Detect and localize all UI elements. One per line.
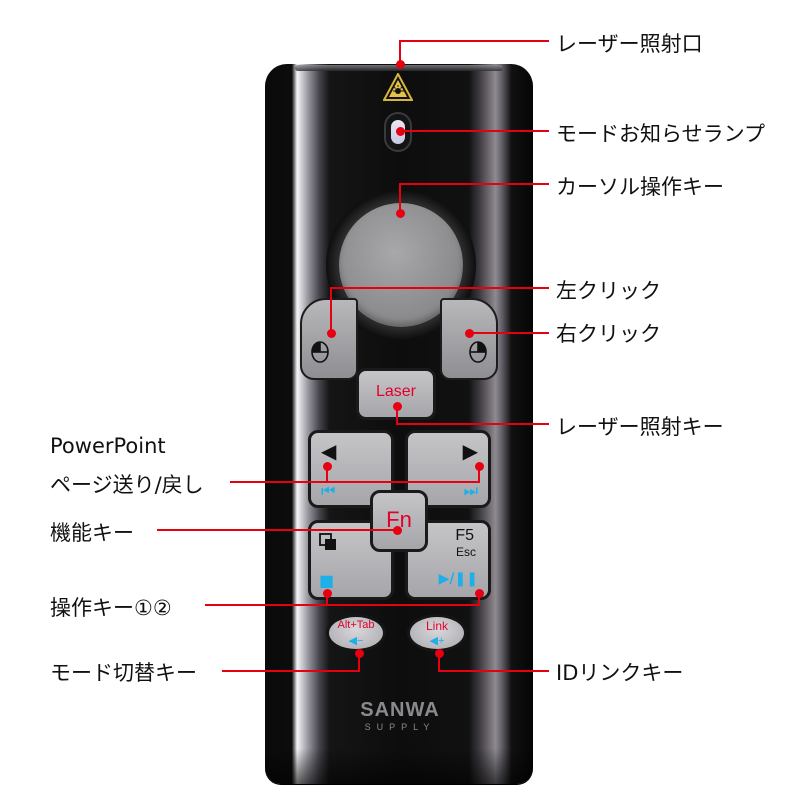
callout-dot [392,401,402,411]
window-switch-icon [319,533,336,550]
label-page-nav: ページ送り/戻し [50,473,204,497]
brand-sub: SUPPLY [364,722,436,732]
brand-name: SANWA [360,699,440,721]
callout-line [399,183,549,185]
callout-dot [434,648,444,658]
volume-down-icon: ◀− [348,635,364,647]
callout-line [330,287,332,333]
link-label: Link [425,619,448,633]
callout-dot [395,59,405,69]
left-click-button[interactable] [300,298,358,380]
callout-dot [395,208,405,218]
callout-line [438,670,549,672]
callout-line [326,466,328,482]
callout-line [399,40,401,65]
callout-line [205,604,480,606]
callout-line [478,466,480,482]
stop-icon: ■ [319,571,335,590]
callout-line [326,592,328,605]
left-mouse-icon [311,341,329,363]
callout-line [478,592,480,605]
right-arrow-icon: ▶ [462,439,478,463]
callout-line [438,653,440,671]
label-operation-keys: 操作キー①② [50,596,172,620]
right-mouse-icon [469,341,487,363]
label-powerpoint: PowerPoint [50,434,166,458]
link-button[interactable]: Link ◀+ [407,614,467,652]
callout-dot [464,328,474,338]
label-left-click: 左クリック [556,279,661,303]
callout-dot [322,588,332,598]
callout-dot [474,588,484,598]
skip-back-icon: ⏮ [321,481,336,500]
callout-line [400,130,549,132]
alt-tab-button[interactable]: Alt+Tab ◀− [326,614,386,652]
label-right-click: 右クリック [556,322,661,346]
callout-line [157,529,397,531]
alt-tab-label: Alt+Tab [337,619,375,631]
operation-key-2[interactable]: F5 Esc ▶/❚❚ [405,520,491,600]
left-arrow-icon: ◀ [321,439,337,463]
laser-warning-icon [383,73,413,101]
callout-line [222,670,360,672]
play-pause-icon: ▶/❚❚ [438,571,478,587]
callout-line [396,406,398,424]
callout-line [396,423,549,425]
callout-line [358,653,360,671]
skip-forward-icon: ⏭ [463,481,478,500]
f5-label: F5 [455,527,474,544]
esc-label: Esc [455,545,476,559]
label-laser-emitter: レーザー照射口 [556,32,703,56]
callout-dot [392,525,402,535]
callout-dot [354,648,364,658]
callout-dot [322,461,332,471]
callout-line [230,481,480,483]
label-mode-switch-key: モード切替キー [50,661,197,685]
callout-line [399,183,401,213]
callout-dot [474,461,484,471]
body-shading [265,748,533,784]
callout-dot [395,126,405,136]
label-function-key: 機能キー [50,521,134,545]
label-cursor-key: カーソル操作キー [556,175,724,199]
volume-up-icon: ◀+ [429,635,445,647]
label-laser-key: レーザー照射キー [556,415,724,439]
callout-dot [326,328,336,338]
label-mode-lamp: モードお知らせランプ [556,122,765,146]
brand-logo: SANWA SUPPLY [330,700,470,732]
callout-line [330,287,549,289]
callout-line [469,332,549,334]
mode-indicator-lamp [384,112,412,152]
label-id-link-key: IDリンクキー [556,661,684,685]
laser-button-label: Laser [375,383,417,400]
callout-line [399,40,549,42]
right-click-button[interactable] [440,298,498,380]
fn-button[interactable]: Fn [370,490,428,552]
